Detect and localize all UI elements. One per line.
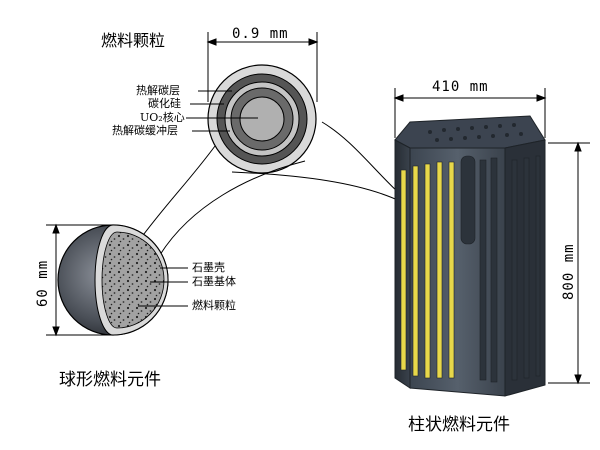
prismatic-element-caption: 柱状燃料元件 [408, 415, 510, 435]
sphere-graphite-matrix [101, 231, 165, 329]
coolant-channels [460, 155, 541, 383]
fuel-particle-title: 燃料颗粒 [101, 31, 166, 50]
sphere-leaders [138, 267, 188, 307]
block-height-label: 800 mm [561, 243, 577, 300]
block-width-dimension [393, 88, 547, 138]
part-label-graphite-matrix: 石墨基体 [192, 275, 236, 288]
particle-uo2-kernel [239, 96, 285, 142]
sphere-dimension [46, 223, 113, 337]
block-top-holes [428, 123, 523, 142]
layer-label-sic: 碳化硅 [148, 97, 181, 110]
particle-leaders [186, 90, 258, 132]
block-height-dimension [548, 141, 590, 385]
particle-diameter-label: 0.9 mm [232, 26, 289, 42]
prismatic-fuel-element [393, 88, 590, 397]
layer-label-buffer: 热解碳缓冲层 [112, 124, 178, 137]
layer-label-outer-pyc: 热解碳层 [136, 84, 180, 97]
layer-label-uo2-kernel: UO₂核心 [140, 111, 185, 124]
block-width-label: 410 mm [432, 79, 489, 95]
spherical-fuel-element [46, 223, 188, 337]
sphere-diameter-label: 60 mm [35, 259, 51, 307]
fuel-rods [400, 161, 455, 379]
connector-lines [137, 121, 403, 259]
fuel-particle [186, 32, 319, 174]
block-top-face [394, 115, 546, 149]
particle-dimension [206, 32, 319, 102]
part-label-graphite-shell: 石墨壳 [192, 261, 225, 274]
spherical-element-caption: 球形燃料元件 [59, 370, 161, 390]
part-label-fuel-particle: 燃料颗粒 [192, 299, 236, 312]
